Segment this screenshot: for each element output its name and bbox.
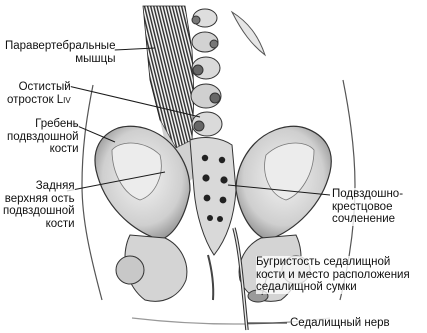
label-line-subscript: IV — [63, 96, 71, 105]
label-line: кости — [3, 218, 75, 231]
coccyx — [208, 255, 213, 300]
label-iliac-crest: Гребень подвздошной кости — [7, 118, 79, 156]
label-paravertebral-muscles: Паравертебральные мышцы — [5, 40, 115, 65]
label-line: седалищной сумки — [256, 281, 410, 294]
paravertebral-muscles — [143, 6, 194, 148]
left-femoral-head — [116, 256, 144, 284]
label-line: кости и место расположения — [256, 269, 410, 282]
label-posterior-superior-iliac-spine: Задняя верхняя ость подвздошной кости — [3, 180, 75, 230]
label-line: Остистый — [7, 81, 71, 94]
sacrum — [190, 138, 236, 255]
label-line: верхняя ость — [3, 193, 75, 206]
label-line: Задняя — [3, 180, 75, 193]
label-line-part: отросток L — [7, 94, 63, 106]
label-ischial-tuberosity: Бугристость седалищной кости и место рас… — [256, 256, 410, 294]
label-sacroiliac-joint: Подвздошно- крестцовое сочленение — [332, 188, 403, 226]
lumbar-vertebrae — [191, 9, 222, 136]
label-line: Гребень — [7, 118, 79, 131]
label-line: подвздошной — [3, 205, 75, 218]
label-line: мышцы — [5, 53, 115, 66]
label-line: Бугристость седалищной — [256, 256, 410, 269]
label-line: подвздошной — [7, 131, 79, 144]
label-spinous-process: Остистый отросток LIV — [7, 81, 71, 107]
upper-right-fold — [232, 12, 265, 55]
label-line: Подвздошно- — [332, 188, 403, 201]
label-line: Седалищный нерв — [290, 317, 390, 330]
label-line: крестцовое — [332, 201, 403, 214]
label-line: сочленение — [332, 213, 403, 226]
label-sciatic-nerve: Седалищный нерв — [290, 317, 390, 330]
label-line: отросток LIV — [7, 94, 71, 108]
label-line: кости — [7, 143, 79, 156]
label-line: Паравертебральные — [5, 40, 115, 53]
